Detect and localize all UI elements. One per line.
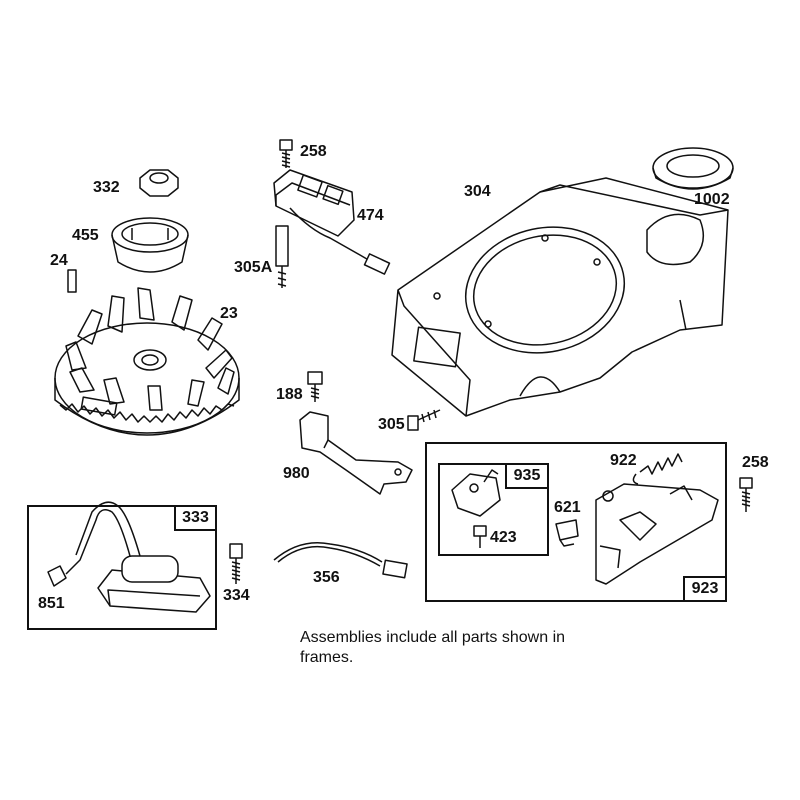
part-label-23: 23: [220, 305, 238, 322]
control-plate-part: [595, 483, 719, 585]
part-label-305A: 305A: [234, 259, 273, 276]
frame-label-935: 935: [505, 463, 549, 489]
flywheel-part: [54, 287, 240, 436]
part-label-851: 851: [38, 595, 65, 612]
coil-assembly-frame: [27, 505, 217, 630]
starter-cup-part: [111, 217, 189, 273]
part-label-305: 305: [378, 416, 405, 433]
control-assembly-frame: [425, 442, 727, 602]
part-label-356: 356: [313, 569, 340, 586]
frame-label-333: 333: [174, 505, 217, 531]
screw-part: [307, 371, 323, 402]
part-label-423: 423: [490, 529, 517, 546]
part-label-334: 334: [223, 587, 250, 604]
part-label-258-right: 258: [742, 454, 769, 471]
stud-part: [275, 225, 289, 288]
nut-part: [139, 169, 179, 197]
control-bracket-part: [451, 469, 501, 517]
spring-part: [632, 453, 683, 485]
part-label-304: 304: [464, 183, 491, 200]
screw-part: [407, 409, 441, 431]
ignition-coil-part: [47, 501, 211, 613]
part-label-621: 621: [554, 499, 581, 516]
part-label-258-top: 258: [300, 143, 327, 160]
frame-label-923: 923: [683, 576, 727, 602]
part-label-980: 980: [283, 465, 310, 482]
armature-part: [273, 169, 391, 275]
screw-part: [473, 525, 487, 548]
blower-housing-part: [391, 177, 729, 417]
link-part: [555, 519, 579, 547]
assembly-note: Assemblies include all parts shown in fr…: [300, 629, 566, 666]
bracket-part: [299, 411, 413, 495]
grommet-part: [652, 147, 734, 190]
bracket-assembly-frame: [438, 463, 549, 556]
part-label-474: 474: [357, 207, 384, 224]
part-label-1002: 1002: [694, 191, 730, 208]
screw-part: [279, 139, 293, 168]
part-label-24: 24: [50, 252, 68, 269]
part-label-455: 455: [72, 227, 99, 244]
part-label-332: 332: [93, 179, 120, 196]
stop-wire-part: [273, 542, 408, 579]
screw-part: [739, 477, 753, 512]
part-label-188: 188: [276, 386, 303, 403]
screw-part: [229, 543, 243, 584]
part-label-922: 922: [610, 452, 637, 469]
key-part: [67, 269, 77, 293]
